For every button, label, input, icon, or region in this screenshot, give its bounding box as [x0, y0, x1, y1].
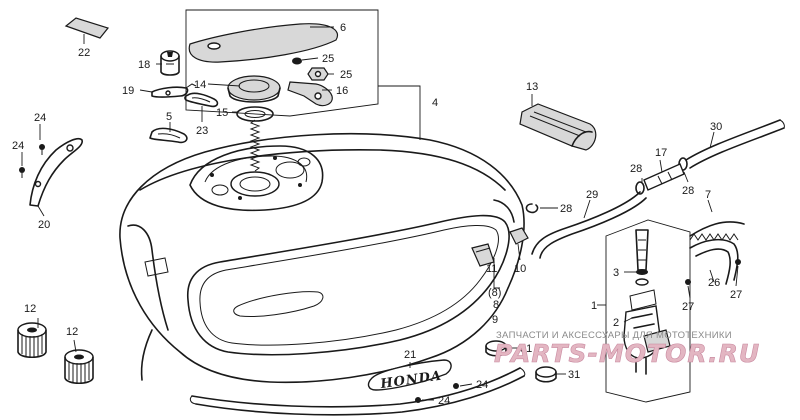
- callout-24-d: 24: [438, 395, 450, 407]
- part-5-packing: [149, 127, 188, 144]
- callout-9: 9: [492, 314, 498, 326]
- callout-31-a: 31: [520, 343, 532, 355]
- callout-11: 11: [486, 263, 497, 275]
- part-12-damper-left: [17, 322, 47, 359]
- part-6-cap-plate: [188, 23, 339, 63]
- fuel-cock-group-box: [605, 219, 691, 403]
- site-watermark: ЗАПЧАСТИ И АКСЕССУАРЫ ДЛЯ МОТОТЕХНИКИ PA…: [494, 330, 760, 368]
- callout-8-in-parens: (8): [488, 287, 501, 299]
- callout-26: 26: [708, 277, 720, 289]
- callout-3: 3: [613, 267, 619, 279]
- watermark-caption: ЗАПЧАСТИ И АКСЕССУАРЫ ДЛЯ МОТОТЕХНИКИ: [496, 330, 732, 341]
- callout-8: 8: [493, 299, 499, 311]
- callout-22: 22: [78, 47, 90, 59]
- part-2-fuel-cock: [623, 289, 671, 375]
- callout-27-b: 27: [730, 289, 742, 301]
- fuel-tank: [119, 132, 526, 416]
- callout-4: 4: [432, 97, 438, 109]
- callout-19: 19: [122, 85, 134, 97]
- part-13-rubber-pad: [519, 103, 597, 151]
- callout-25-b: 25: [340, 69, 352, 81]
- part-25-nut-lower: [307, 67, 329, 81]
- filler-plate-area: [189, 119, 324, 212]
- leader-lines: [21, 26, 739, 401]
- callout-6: 6: [340, 22, 346, 34]
- part-28-clip-a: [525, 203, 539, 214]
- part-12-damper-right: [64, 349, 94, 385]
- part-17-joint: [643, 163, 685, 191]
- part-24-screw-a: [39, 144, 45, 155]
- callout-7: 7: [705, 189, 711, 201]
- part-29-fuel-tube: [531, 191, 647, 259]
- callout-2: 2: [613, 317, 619, 329]
- part-28-clip-b: [635, 181, 645, 195]
- callout-14: 14: [194, 79, 206, 91]
- callout-31-b: 31: [568, 369, 580, 381]
- part-18-key-cylinder: [160, 50, 180, 76]
- part-27-clip-a: [685, 279, 691, 285]
- callout-12-right: 12: [66, 326, 78, 338]
- part-19-lock-lever: [151, 83, 197, 98]
- callout-15: 15: [216, 107, 228, 119]
- callout-23: 23: [196, 125, 208, 137]
- callout-1: 1: [591, 300, 597, 312]
- part-3-strainer: [635, 229, 649, 286]
- callout-28-c: 28: [682, 185, 694, 197]
- callout-numbers: 1 2 3 4 5 6 7 8 9 10 11 (8) 12 12 13 14 …: [12, 22, 742, 407]
- part-24-screw-c: [453, 383, 459, 389]
- part-25-nut-upper: [292, 57, 302, 65]
- callout-13: 13: [526, 81, 538, 93]
- part-24-screw-b: [19, 167, 25, 178]
- part-31-cap-a: [485, 340, 507, 357]
- part-16-lock-bracket: [287, 81, 333, 107]
- callout-18: 18: [138, 59, 150, 71]
- watermark-logo: PARTS-MOTOR.RU: [494, 339, 760, 368]
- part-31-cap-b: [535, 366, 557, 383]
- callout-28-a: 28: [560, 203, 572, 215]
- callout-17: 17: [655, 147, 667, 159]
- callout-24-b: 24: [12, 140, 24, 152]
- part-24-screw-d: [415, 397, 421, 403]
- callout-29: 29: [586, 189, 598, 201]
- callout-24-c: 24: [476, 379, 488, 391]
- callout-25-a: 25: [322, 53, 334, 65]
- callout-21: 21: [404, 349, 416, 361]
- callout-30: 30: [710, 121, 722, 133]
- callout-5: 5: [166, 111, 172, 123]
- part-27-clip-b: [735, 259, 741, 265]
- part-14-filler-cap: [227, 75, 281, 103]
- callout-10: 10: [514, 263, 526, 275]
- callout-16: 16: [336, 85, 348, 97]
- part-15-cap-gasket: [236, 106, 274, 122]
- part-10-rubber: [509, 227, 529, 245]
- part-20-bracket: [29, 137, 83, 207]
- callout-24-a: 24: [34, 112, 46, 124]
- part-30-tube: [685, 119, 785, 169]
- callout-28-b: 28: [630, 163, 642, 175]
- part-7-spring-hose: [689, 221, 745, 241]
- part-23-gasket: [184, 92, 219, 108]
- part-26-tube: [689, 238, 739, 285]
- callout-12-left: 12: [24, 303, 36, 315]
- callout-20: 20: [38, 219, 50, 231]
- callout-27-a: 27: [682, 301, 694, 313]
- part-22-plate: [64, 17, 110, 39]
